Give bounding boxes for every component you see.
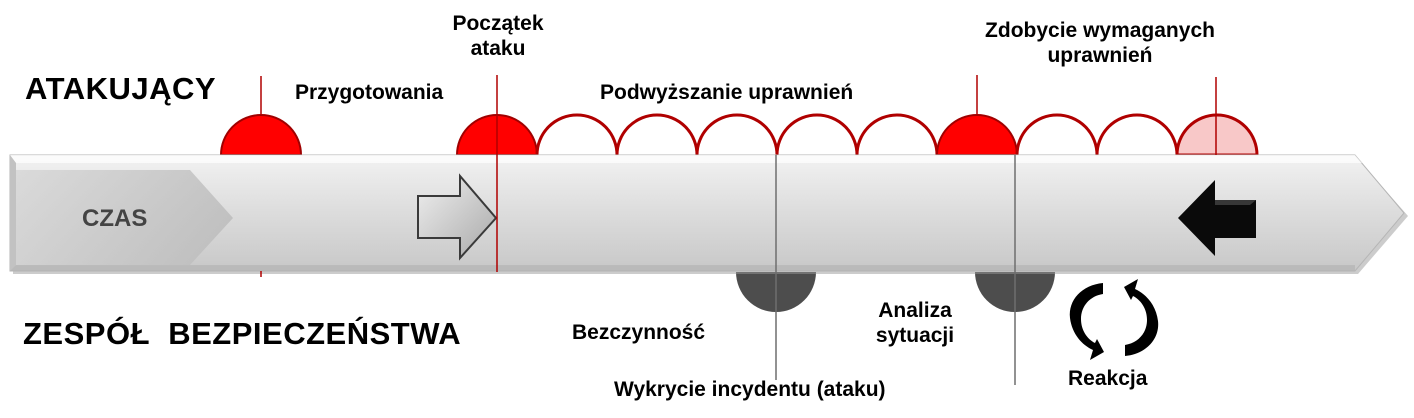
security-team-lane-title: ZESPÓŁ BEZPIECZEŃSTWA (23, 316, 462, 351)
czas-chevron (16, 170, 233, 265)
cycle-arrows-icon (1069, 279, 1159, 360)
privileges-obtained-line2: uprawnień (1047, 44, 1153, 68)
attack-start-label: Początek ataku (443, 11, 553, 61)
outline-right-arrow-icon (417, 173, 498, 261)
attack-start-line2: ataku (470, 37, 526, 61)
incident-detection-label: Wykrycie incydentu (ataku) (614, 378, 886, 401)
situation-analysis-label: Analiza sytuacji (860, 298, 970, 348)
idle-label: Bezczynność (572, 321, 706, 344)
defender-marker-lines (775, 155, 1016, 385)
timeline-bar (9, 154, 1408, 274)
preparation-label: Przygotowania (295, 81, 444, 104)
attack-start-line1: Początek (452, 12, 544, 35)
situation-analysis-line2: sytuacji (875, 324, 955, 348)
reaction-label: Reakcja (1068, 367, 1148, 390)
time-label: CZAS (82, 205, 148, 232)
attacker-lane-title: ATAKUJĄCY (25, 71, 217, 106)
privileges-obtained-label: Zdobycie wymaganych uprawnień (960, 18, 1240, 68)
situation-analysis-line1: Analiza (878, 299, 952, 322)
attacker-milestones (219, 113, 1259, 157)
black-left-arrow-icon (1178, 180, 1256, 256)
privilege-escalation-label: Podwyższanie uprawnień (600, 81, 854, 104)
attacker-marker-lines (260, 75, 1217, 277)
privileges-obtained-line1: Zdobycie wymaganych (985, 19, 1215, 42)
